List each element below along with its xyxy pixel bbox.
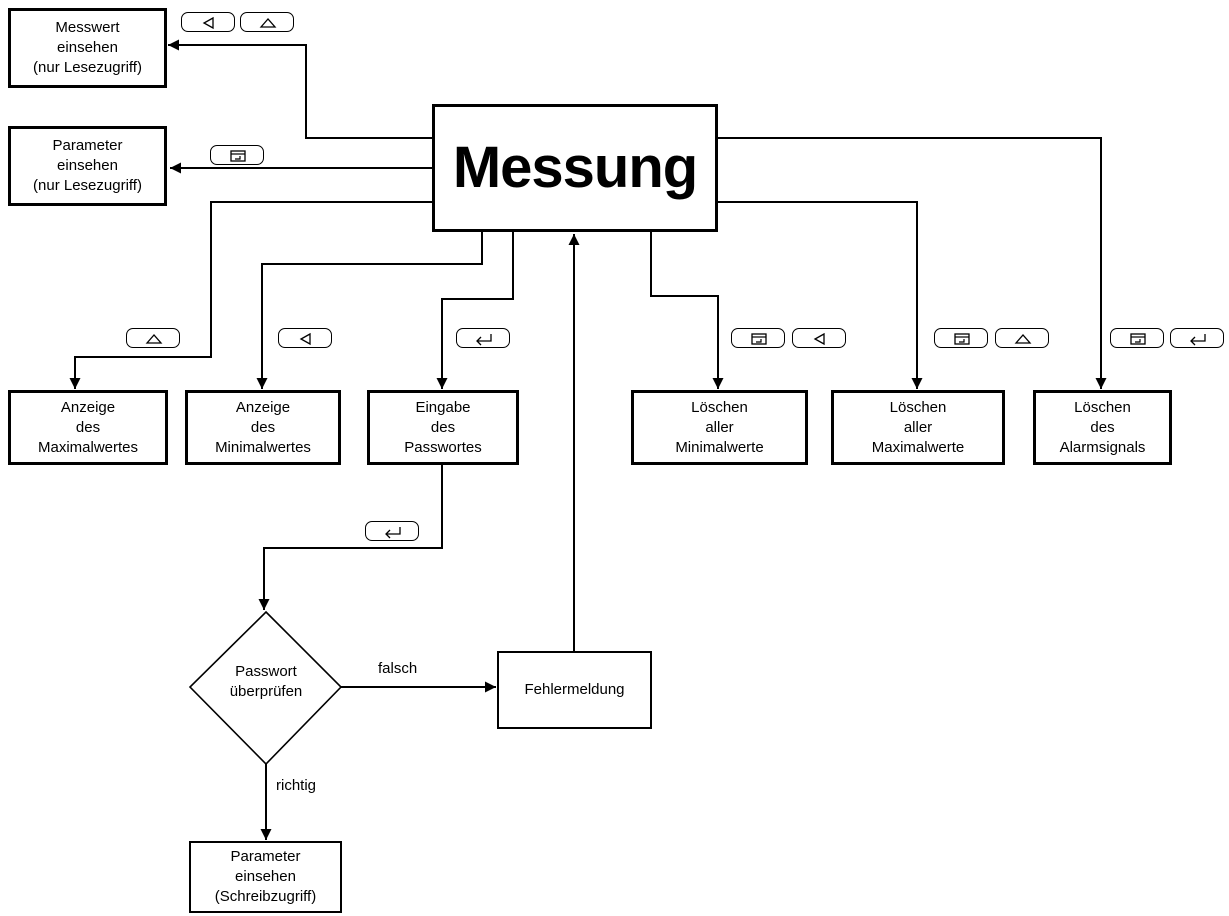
enter-key-icon [365,521,419,541]
node-line: einsehen [235,868,296,885]
node-clear-max: Löschen aller Maximalwerte [831,390,1005,465]
menu-key-icon [1110,328,1164,348]
node-messwert: Messwert einsehen (nur Lesezugriff) [8,8,167,88]
node-line: Parameter [230,848,301,865]
node-error-label: Fehlermeldung [524,681,625,698]
edge-messung-to-max-display [69,201,432,389]
node-line: Löschen [1074,398,1131,416]
node-line: einsehen [57,39,118,56]
edge-messung-to-messwert [168,39,432,139]
left-key-icon [278,328,332,348]
node-line: Parameter [52,137,123,154]
edge-label-false: falsch [378,660,418,677]
node-line: (Schreibzugriff) [214,888,317,905]
enter-key-icon [1170,328,1224,348]
edge-messung-to-clear-alarm [716,137,1107,389]
node-line: des [75,418,101,436]
node-password-entry: Eingabe des Passwortes [367,390,519,465]
node-min-display: Anzeige des Minimalwertes [185,390,341,465]
decision-diamond [188,610,343,766]
node-line: Minimalwerte [675,438,764,456]
node-line: aller [705,418,734,436]
node-line: des [430,418,456,436]
main-node-messung: Messung [432,104,718,232]
node-line: (nur Lesezugriff) [33,177,142,194]
edge-messung-to-min-display [256,232,483,389]
enter-key-icon [456,328,510,348]
up-key-icon [126,328,180,348]
node-max-display: Anzeige des Maximalwertes [8,390,168,465]
edge-messung-to-clear-min [650,232,724,389]
menu-key-icon [210,145,264,165]
node-line: aller [903,418,933,436]
node-error: Fehlermeldung [497,651,652,729]
edge-label-true: richtig [276,777,317,794]
node-line: Maximalwerte [871,438,965,456]
edge-password-entry-to-check [258,465,443,610]
node-line: Eingabe [415,398,471,416]
decision-label: Passwort überprüfen [205,662,327,702]
node-line: Anzeige [235,398,291,416]
node-line: Messwert [55,19,120,36]
node-line: Löschen [889,398,947,416]
node-line: des [1090,418,1115,436]
node-parameter-read: Parameter einsehen (nur Lesezugriff) [8,126,167,206]
up-key-icon [995,328,1049,348]
up-key-icon [240,12,294,32]
main-node-label: Messung [452,135,698,200]
node-line: Anzeige [60,398,116,416]
edge-messung-to-password-entry [436,232,514,389]
left-key-icon [792,328,846,348]
node-line: Minimalwertes [215,438,311,456]
node-line: Passwortes [404,438,482,456]
node-result: Parameter einsehen (Schreibzugriff) [189,841,342,913]
node-line: des [250,418,276,436]
menu-key-icon [934,328,988,348]
node-line: (nur Lesezugriff) [33,59,142,76]
menu-key-icon [731,328,785,348]
node-clear-min: Löschen aller Minimalwerte [631,390,808,465]
node-line: Alarmsignals [1059,438,1146,456]
node-line: Löschen [691,398,748,416]
node-line: einsehen [57,157,118,174]
left-key-icon [181,12,235,32]
edge-messung-to-clear-max [716,201,923,389]
decision-line: überprüfen [229,683,303,700]
node-clear-alarm: Löschen des Alarmsignals [1033,390,1172,465]
decision-line: Passwort [235,663,297,680]
node-line: Maximalwertes [37,438,139,456]
